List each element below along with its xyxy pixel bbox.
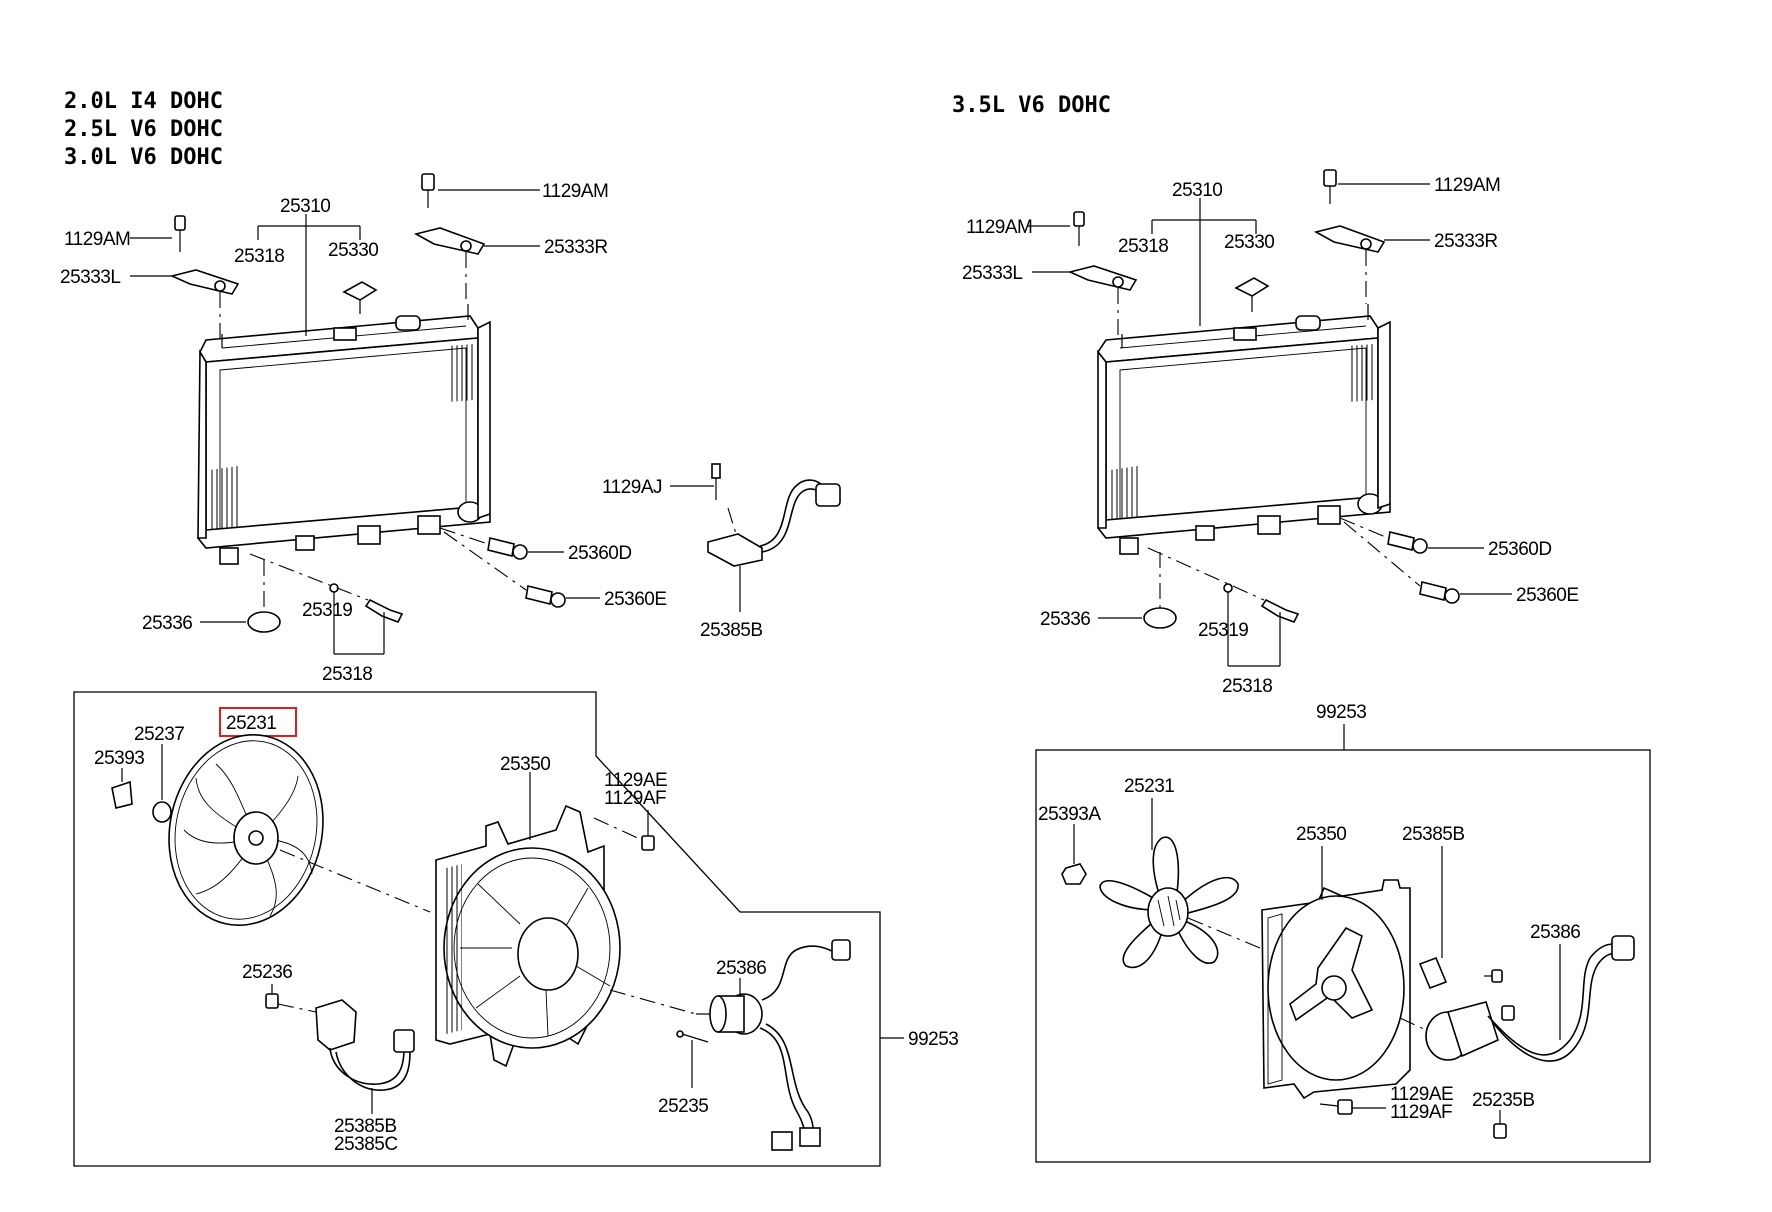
left-label-25360e: 25360E — [604, 589, 667, 610]
left-sensor-e[interactable] — [443, 531, 566, 608]
right-label-25333l: 25333L — [962, 263, 1022, 284]
engine-title-right: 3.5L V6 DOHC — [952, 93, 1111, 118]
right-nut[interactable] — [1061, 824, 1087, 885]
left-label-25336: 25336 — [142, 613, 192, 634]
left-label-1129ae: 1129AE — [604, 770, 667, 791]
left-bracket-r[interactable] — [413, 173, 486, 304]
left-label-25231[interactable]: 25231 — [226, 713, 277, 734]
right-label-25235b: 25235B — [1472, 1090, 1535, 1111]
left-label-25319: 25319 — [302, 600, 352, 621]
left-label-25330: 25330 — [328, 240, 378, 261]
right-label-25385b: 25385B — [1402, 824, 1465, 845]
engine-title-1: 2.0L I4 DOHC — [64, 89, 223, 114]
left-nut[interactable] — [152, 744, 172, 823]
right-label-25336: 25336 — [1040, 609, 1090, 630]
left-label-25385b: 25385B — [700, 620, 763, 641]
right-fan[interactable] — [1099, 836, 1239, 969]
right-bracket-l[interactable] — [1067, 211, 1138, 340]
right-radiator[interactable] — [1096, 304, 1391, 555]
left-label-25350: 25350 — [500, 754, 550, 775]
left-label-25333r: 25333R — [544, 237, 608, 258]
left-screw-25236[interactable] — [265, 984, 317, 1013]
left-leaders — [130, 189, 741, 655]
left-fan[interactable] — [152, 720, 341, 939]
right-label-25360e: 25360E — [1516, 585, 1579, 606]
right-label-99253: 99253 — [1316, 702, 1366, 723]
left-cap[interactable] — [342, 281, 378, 314]
left-label-1129af: 1129AF — [604, 788, 666, 809]
right-fan-axis — [1187, 917, 1261, 949]
right-mount[interactable] — [1143, 552, 1177, 629]
left-label-25386: 25386 — [716, 958, 766, 979]
right-bracket-r[interactable] — [1313, 169, 1386, 304]
right-label-25386: 25386 — [1530, 922, 1580, 943]
right-label-25330: 25330 — [1224, 232, 1274, 253]
right-label-1129af: 1129AF — [1390, 1102, 1452, 1123]
left-label-1129aj: 1129AJ — [602, 477, 662, 498]
left-screw-25235[interactable] — [676, 1030, 709, 1088]
left-bracket-l[interactable] — [169, 215, 240, 342]
left-label-25385c: 25385C — [334, 1134, 398, 1155]
engine-title-3: 3.0L V6 DOHC — [64, 145, 223, 170]
left-label-25237: 25237 — [134, 724, 184, 745]
right-label-25310: 25310 — [1172, 180, 1222, 201]
left-label-25236: 25236 — [242, 962, 292, 983]
right-cap[interactable] — [1234, 277, 1270, 312]
left-label-25235: 25235 — [658, 1096, 708, 1117]
right-label-25318: 25318 — [1118, 236, 1168, 257]
left-label-25393: 25393 — [94, 748, 144, 769]
left-shroud[interactable] — [435, 804, 621, 1068]
left-label-25333l: 25333L — [60, 267, 120, 288]
left-resistor-assy[interactable] — [315, 999, 415, 1114]
left-radiator[interactable] — [196, 304, 491, 565]
right-label-25350: 25350 — [1296, 824, 1346, 845]
right-bolt-ae[interactable] — [1319, 1099, 1386, 1115]
right-label-1129am-l: 1129AM — [966, 217, 1032, 238]
engine-title-2: 2.5L V6 DOHC — [64, 117, 223, 142]
right-label-25319: 25319 — [1198, 620, 1248, 641]
right-label-1129ae: 1129AE — [1390, 1084, 1453, 1105]
right-label-1129am-r: 1129AM — [1434, 175, 1500, 196]
right-plug[interactable] — [1147, 547, 1300, 624]
left-motor[interactable] — [609, 939, 851, 1151]
left-label-25310: 25310 — [280, 196, 330, 217]
right-sensor-e[interactable] — [1343, 521, 1460, 604]
right-label-25318-bottom: 25318 — [1222, 676, 1272, 697]
left-label-1129am-l: 1129AM — [64, 229, 130, 250]
right-label-25360d: 25360D — [1488, 539, 1552, 560]
right-assembly-box — [1035, 749, 1651, 1163]
right-label-25333r: 25333R — [1434, 231, 1498, 252]
left-label-1129am-r: 1129AM — [542, 181, 608, 202]
left-label-25360d: 25360D — [568, 543, 632, 564]
right-sensor-d[interactable] — [1339, 517, 1428, 554]
left-label-25318-bottom: 25318 — [322, 664, 372, 685]
left-mount[interactable] — [247, 560, 281, 633]
left-label-25385b: 25385B — [334, 1116, 397, 1137]
left-clip[interactable] — [111, 768, 133, 809]
left-label-99253: 99253 — [908, 1029, 958, 1050]
left-sensor-d[interactable] — [439, 527, 528, 560]
right-resistor[interactable] — [1418, 846, 1503, 990]
left-bolt-ae[interactable] — [593, 810, 655, 851]
right-screw[interactable] — [1493, 1110, 1507, 1139]
left-plug[interactable] — [249, 553, 404, 624]
right-motor[interactable] — [1399, 935, 1635, 1062]
left-resistor[interactable] — [707, 463, 841, 567]
left-label-25318: 25318 — [234, 246, 284, 267]
right-leaders — [1028, 183, 1512, 667]
left-assembly-box — [73, 691, 881, 1167]
right-label-25393a: 25393A — [1038, 804, 1101, 825]
right-label-25231: 25231 — [1124, 776, 1174, 797]
left-fan-axis — [279, 849, 431, 913]
right-shroud[interactable] — [1261, 879, 1411, 1100]
